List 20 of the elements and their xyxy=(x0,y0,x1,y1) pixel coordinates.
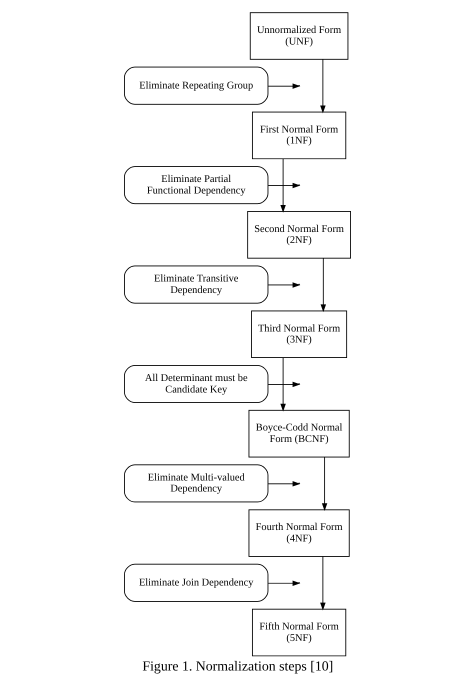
arrow xyxy=(320,59,326,114)
arrow xyxy=(321,456,327,512)
node-box: Third Normal Form (3NF) xyxy=(250,310,347,358)
node-box: Boyce-Codd Normal Form (BCNF) xyxy=(248,410,350,458)
node-box: Eliminate Repeating Group xyxy=(124,66,268,105)
node-box: Eliminate Partial Functional Dependency xyxy=(124,166,268,204)
node-box: Eliminate Multi-valued Dependency xyxy=(124,464,268,502)
arrow xyxy=(280,158,286,213)
node-box: Second Normal Form (2NF) xyxy=(246,211,350,259)
node-box: Fourth Normal Form (4NF) xyxy=(248,509,350,557)
node-box: All Determinant must be Candidate Key xyxy=(124,364,268,403)
arrow xyxy=(320,258,326,312)
caption: Figure 1. Normalization steps [10] xyxy=(142,658,333,674)
node-box: Unnormalized Form (UNF) xyxy=(249,12,348,60)
node-box: Eliminate Join Dependency xyxy=(124,564,268,602)
node-box: Fifth Normal Form (5NF) xyxy=(251,608,346,656)
node-box: Eliminate Transitive Dependency xyxy=(124,266,268,304)
arrow xyxy=(280,357,286,412)
arrow xyxy=(320,556,326,610)
node-box: First Normal Form (1NF) xyxy=(251,112,346,160)
